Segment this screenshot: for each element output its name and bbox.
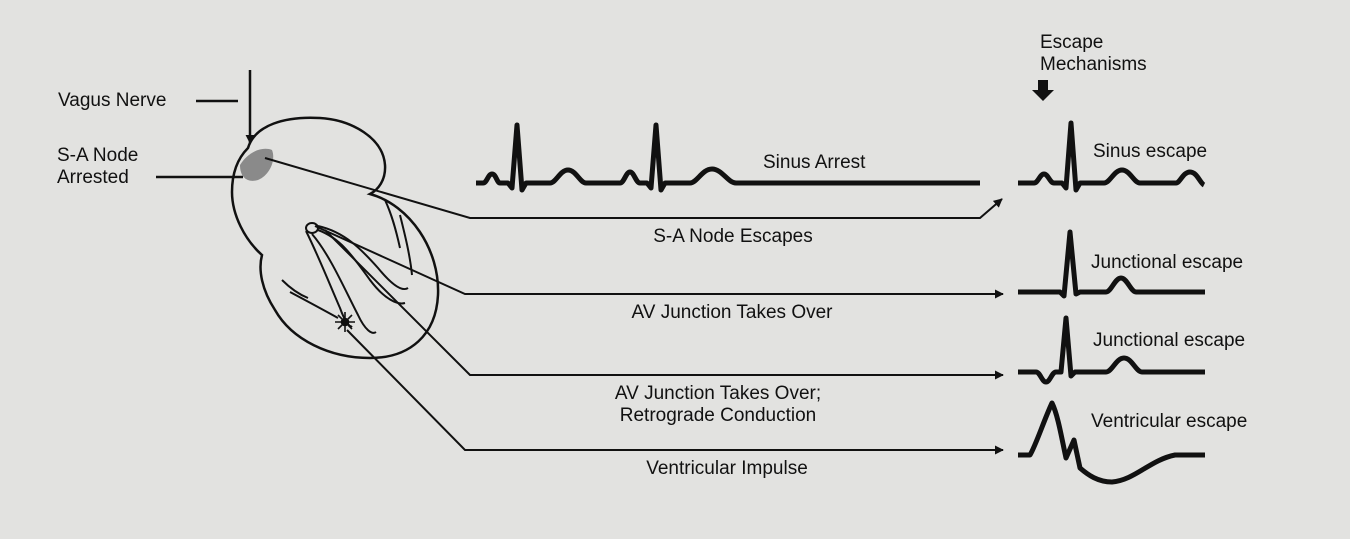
escape-label-ventricular: Ventricular escape	[1091, 411, 1248, 432]
escape-mechanisms-title-line1: Escape	[1040, 32, 1104, 53]
ecg-sinus-arrest	[476, 122, 980, 193]
ventricular-impulse-path	[346, 329, 1004, 455]
ventricular-focus-icon	[335, 312, 355, 332]
av-junction-retrograde-label-line2: Retrograde Conduction	[619, 405, 817, 426]
av-junction-takes-over-label: AV Junction Takes Over	[631, 302, 833, 323]
av-junction-path	[314, 225, 1004, 299]
sa-node-arrested-label-line2: Arrested	[57, 167, 129, 188]
sa-node-escapes-label: S-A Node Escapes	[653, 226, 813, 247]
ecg-junctional-escape-2	[1018, 315, 1205, 385]
conduction-pathway	[281, 199, 413, 334]
ecg-junctional-escape-1	[1018, 229, 1205, 299]
sinus-arrest-label: Sinus Arrest	[763, 152, 866, 173]
escape-label-junctional-2: Junctional escape	[1093, 330, 1246, 351]
heart-outline	[230, 116, 440, 360]
ventricular-impulse-label: Ventricular Impulse	[646, 458, 808, 479]
escape-mechanisms-title-line2: Mechanisms	[1040, 54, 1147, 75]
escape-label-sinus: Sinus escape	[1093, 141, 1208, 162]
sa-node-escape-path	[264, 157, 1003, 219]
ecg-ventricular-escape	[1018, 400, 1205, 485]
escape-mechanisms-arrow-icon	[1032, 80, 1054, 101]
ecg-sinus-escape	[1018, 120, 1206, 193]
av-junction-retrograde-path	[324, 229, 1004, 380]
escape-label-junctional-1: Junctional escape	[1091, 252, 1244, 273]
vagus-nerve-label: Vagus Nerve	[58, 90, 167, 111]
av-junction-retrograde-label-line1: AV Junction Takes Over;	[614, 383, 822, 404]
sa-node-region	[240, 148, 274, 181]
sa-node-arrested-label-line1: S-A Node	[57, 145, 139, 166]
